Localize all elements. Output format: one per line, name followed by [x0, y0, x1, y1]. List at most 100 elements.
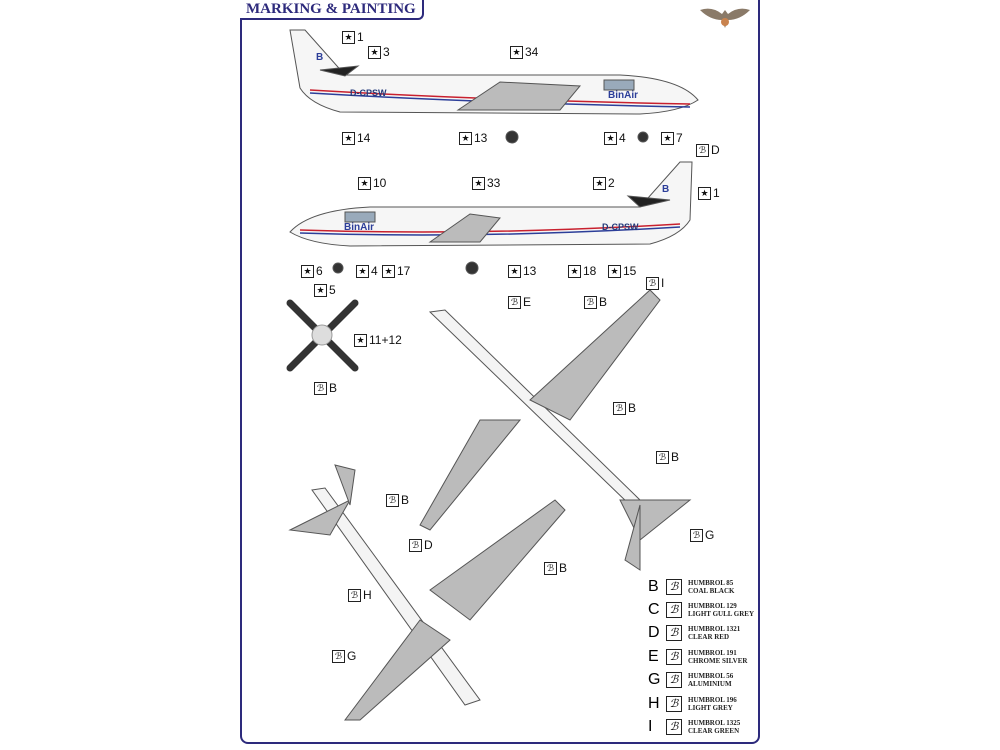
decal-star-icon: ★: [301, 264, 314, 278]
decal-callout: ★13: [508, 264, 536, 278]
decal-star-icon: ★: [508, 264, 521, 278]
paint-color: CLEAR RED: [688, 633, 730, 641]
decal-star-icon: ★: [356, 264, 369, 278]
callout-label: 6: [316, 264, 323, 278]
decal-star-icon: ★: [698, 186, 711, 200]
decal-callout: ★17: [382, 264, 410, 278]
callout-label: B: [559, 561, 568, 575]
callout-label: 11+12: [369, 333, 402, 347]
legend-code: C: [648, 601, 660, 618]
decal-callout: ★5: [314, 283, 336, 297]
callout-label: 4: [371, 264, 378, 278]
paintbrush-icon: ℬ: [666, 672, 682, 688]
paint-name: HUMBROL 85: [688, 579, 734, 587]
paintbrush-icon: ℬ: [508, 295, 521, 309]
paintbrush-icon: ℬ: [690, 528, 703, 542]
paint-name: HUMBROL 196: [688, 696, 737, 704]
paint-name: HUMBROL 129: [688, 602, 737, 610]
decal-star-icon: ★: [459, 131, 472, 145]
paintbrush-icon: ℬ: [666, 719, 682, 735]
paintbrush-icon: ℬ: [386, 493, 399, 507]
decal-callout: ★3: [368, 45, 390, 59]
callout-label: B: [599, 295, 608, 309]
callout-label: 13: [523, 264, 537, 278]
registration-side2: D-CPSW: [602, 222, 639, 232]
decal-callout: ★4: [356, 264, 378, 278]
paint-name: HUMBROL 1321: [688, 625, 741, 633]
decal-callout: ★10: [358, 176, 386, 190]
tail-logo-side2: B: [662, 184, 670, 195]
callout-label: G: [347, 649, 357, 663]
callout-label: 13: [474, 131, 488, 145]
decal-callout: ★33: [472, 176, 500, 190]
paintbrush-icon: ℬ: [646, 276, 659, 290]
decal-callout: ★18: [568, 264, 596, 278]
callout-label: D: [424, 538, 433, 552]
decal-star-icon: ★: [568, 264, 581, 278]
paint-name: HUMBROL 191: [688, 649, 737, 657]
callout-label: G: [705, 528, 715, 542]
callout-label: I: [661, 276, 665, 290]
decal-callout: ★1: [698, 186, 720, 200]
decal-star-icon: ★: [342, 131, 355, 145]
callout-label: 14: [357, 131, 371, 145]
callout-label: 10: [373, 176, 387, 190]
paintbrush-icon: ℬ: [666, 696, 682, 712]
paintbrush-icon: ℬ: [348, 588, 361, 602]
decal-callout: ★11+12: [354, 333, 402, 347]
callout-label: B: [401, 493, 410, 507]
decal-star-icon: ★: [661, 131, 674, 145]
callout-label: B: [671, 450, 680, 464]
airline-logo-side2: BinAir: [344, 222, 374, 233]
tail-logo-side1: B: [316, 52, 324, 63]
decal-callout: ★2: [593, 176, 615, 190]
decal-star-icon: ★: [593, 176, 606, 190]
decal-star-icon: ★: [608, 264, 621, 278]
paintbrush-icon: ℬ: [666, 602, 682, 618]
decal-callout: ★7: [661, 131, 683, 145]
paint-color: LIGHT GULL GREY: [688, 610, 755, 618]
legend-code: I: [648, 718, 653, 735]
paint-color: CHROME SILVER: [688, 657, 748, 665]
callout-label: H: [363, 588, 372, 602]
callout-label: 34: [525, 45, 539, 59]
owl-logo-icon: [700, 8, 750, 28]
registration-side1: D-CPSW: [350, 88, 387, 98]
paint-color: COAL BLACK: [688, 587, 735, 595]
callout-label: D: [711, 143, 720, 157]
callout-label: B: [329, 381, 338, 395]
decal-star-icon: ★: [472, 176, 485, 190]
paintbrush-icon: ℬ: [584, 295, 597, 309]
decal-callout: ★14: [342, 131, 370, 145]
side-view-left: [289, 29, 699, 144]
decal-callout: ★13: [459, 131, 487, 145]
callout-label: 2: [608, 176, 615, 190]
paintbrush-icon: ℬ: [696, 143, 709, 157]
paintbrush-icon: ℬ: [332, 649, 345, 663]
decal-callout: ★6: [301, 264, 323, 278]
airline-logo-side1: BinAir: [608, 90, 638, 101]
decal-star-icon: ★: [604, 131, 617, 145]
decal-star-icon: ★: [354, 333, 367, 347]
callout-label: 18: [583, 264, 597, 278]
paint-name: HUMBROL 56: [688, 672, 734, 680]
top-view: [419, 289, 692, 571]
decal-star-icon: ★: [358, 176, 371, 190]
callout-label: B: [628, 401, 637, 415]
callout-label: 4: [619, 131, 626, 145]
decal-callout: ★4: [604, 131, 626, 145]
paintbrush-icon: ℬ: [666, 625, 682, 641]
